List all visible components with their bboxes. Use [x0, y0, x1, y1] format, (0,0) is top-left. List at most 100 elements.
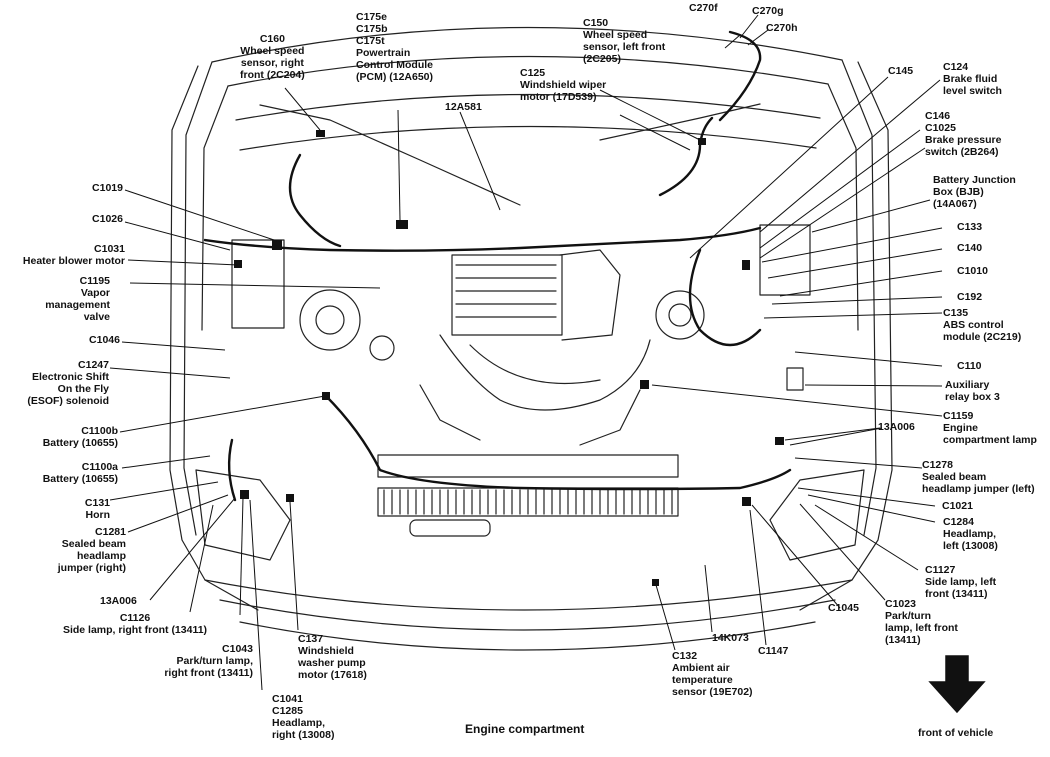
left-strut-cap [315, 305, 345, 335]
conn-c137 [286, 494, 294, 502]
harness-branch-c270 [718, 30, 762, 122]
right-fender-outline [799, 61, 893, 611]
left-headlamp-bucket [769, 469, 865, 561]
firewall-top [235, 93, 821, 121]
label-c1127: C1127 Side lamp, left front (13411) [925, 564, 997, 600]
label-c124: C124 Brake fluid level switch [943, 61, 1002, 97]
label-13a006-l: 13A006 [100, 595, 137, 607]
label-c150: C150 Wheel speed sensor, left front (2C2… [583, 17, 666, 65]
main-harness [203, 226, 762, 252]
conn-13a006 [775, 437, 784, 445]
wiper-linkage [259, 104, 521, 206]
battery-tray [231, 239, 285, 329]
label-c1284: C1284 Headlamp, left (13008) [943, 516, 998, 552]
cowl-inner [227, 55, 829, 87]
conn-c133 [742, 260, 750, 270]
reservoir-cap [369, 335, 395, 361]
bumper-bottom [239, 621, 816, 651]
harness-branch-c160 [288, 153, 342, 248]
washer-reservoir [409, 519, 491, 537]
label-c1126: C1126 Side lamp, right front (13411) [62, 612, 208, 636]
right-strut-tower [655, 290, 705, 340]
label-bjb: Battery Junction Box (BJB) (14A067) [933, 174, 1016, 210]
left-fender-inner [183, 61, 213, 536]
conn-c150 [698, 138, 706, 145]
belt-path [469, 344, 601, 385]
harness-branch-battery [227, 438, 237, 502]
label-aux: Auxiliary relay box 3 [945, 379, 1000, 403]
label-c1041: C1041 C1285 Headlamp, right (13008) [272, 693, 335, 741]
label-c1247: C1247 Electronic Shift On the Fly (ESOF)… [27, 359, 109, 407]
conn-c132 [652, 579, 659, 586]
label-c131: C131 Horn [84, 497, 110, 521]
label-c132: C132 Ambient air temperature sensor (19E… [672, 650, 753, 698]
label-c192: C192 [957, 291, 983, 303]
front-arrow-icon [928, 655, 986, 714]
aux-relay-box [786, 367, 804, 391]
label-12a581: 12A581 [445, 101, 482, 113]
label-c1281: C1281 Sealed beam headlamp jumper (right… [57, 526, 126, 574]
engine-mounts [419, 384, 641, 446]
label-c1195: C1195 Vapor management valve [45, 275, 110, 323]
conn-c1159 [640, 380, 649, 389]
label-c1010: C1010 [957, 265, 988, 277]
label-c1100a: C1100a Battery (10655) [42, 461, 118, 485]
cowl-top [211, 26, 843, 63]
label-c160: C160 Wheel speed sensor, right front (2C… [240, 33, 305, 81]
diagram-caption: Engine compartment [465, 722, 585, 736]
conn-c1031 [234, 260, 242, 268]
label-c146: C146 C1025 Brake pressure switch (2B264) [925, 110, 1002, 158]
label-c1019: C1019 [92, 182, 123, 194]
label-c110: C110 [957, 360, 982, 372]
intake-manifold [451, 254, 563, 336]
radiator-fins [383, 489, 673, 515]
harness-branch-abs [688, 248, 762, 347]
left-fender-rail [201, 85, 229, 331]
label-c175: C175e C175b C175t Powertrain Control Mod… [356, 11, 434, 83]
label-c1159: C1159 Engine compartment lamp [943, 410, 1037, 446]
label-c133: C133 [957, 221, 983, 233]
label-c1026: C1026 [92, 213, 123, 225]
label-c135: C135 ABS control module (2C219) [943, 307, 1022, 343]
label-c1100b: C1100b Battery (10655) [42, 425, 118, 449]
right-strut-cap [668, 303, 692, 327]
label-c1021: C1021 [942, 500, 973, 512]
conn-c160 [316, 130, 325, 137]
label-c270h: C270h [766, 22, 798, 34]
conn-c1043 [240, 490, 249, 499]
label-c125: C125 Windshield wiper motor (17D539) [520, 67, 607, 103]
conn-c1100b [322, 392, 330, 400]
radiator-support [377, 454, 679, 478]
front-of-vehicle-label: front of vehicle [918, 727, 994, 739]
junction-box-outline [759, 224, 811, 296]
firewall-lower [239, 125, 817, 151]
conn-c1019 [272, 240, 282, 250]
label-c1045: C1045 [828, 602, 859, 614]
engine-front [439, 334, 651, 411]
label-c145: C145 [888, 65, 914, 77]
label-c137: C137 Windshield washer pump motor (17618… [298, 633, 367, 681]
right-fender-rail [827, 83, 859, 331]
conn-c175 [396, 220, 408, 229]
right-fender-inner [841, 59, 877, 536]
label-c270f: C270f [689, 2, 718, 14]
label-c1278: C1278 Sealed beam headlamp jumper (left) [922, 459, 1035, 495]
label-14k073: 14K073 [712, 632, 749, 644]
right-headlamp-bucket [195, 469, 291, 561]
label-c1031: C1031 Heater blower motor [22, 243, 125, 267]
label-c140: C140 [957, 242, 983, 254]
left-fender-outline [169, 65, 259, 611]
left-strut-tower [299, 289, 361, 351]
label-c1046: C1046 [89, 334, 120, 346]
label-c1023: C1023 Park/turn lamp, left front (13411) [885, 598, 958, 646]
label-c1043: C1043 Park/turn lamp, right front (13411… [164, 643, 253, 679]
wiper-linkage-right [599, 103, 761, 141]
front-harness [323, 393, 792, 491]
harness-branch-c150 [658, 116, 714, 197]
leader-lines [109, 14, 943, 691]
conn-c1045 [742, 497, 751, 506]
label-c270g: C270g [752, 5, 784, 17]
throttle-body [559, 249, 621, 341]
